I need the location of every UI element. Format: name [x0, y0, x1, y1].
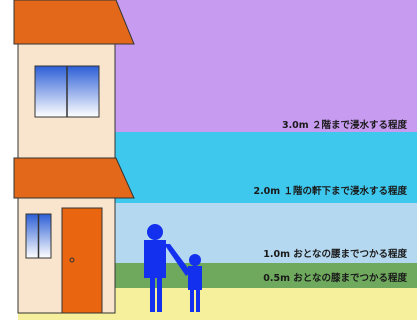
- door: [61, 207, 103, 314]
- lower-roof: [13, 157, 135, 199]
- label-1m: 1.0m おとなの腰までつかる程度: [263, 249, 407, 260]
- label-3m: 3.0m ２階まで浸水する程度: [281, 120, 407, 131]
- left-margin: [0, 0, 12, 320]
- adult-figure: [144, 224, 191, 312]
- label-2m: 2.0m １階の軒下まで浸水する程度: [253, 186, 407, 197]
- upper-roof: [13, 0, 135, 45]
- door-knob: [69, 257, 75, 263]
- child-figure: [188, 254, 202, 312]
- label-05m: 0.5m おとなの膝までつかる程度: [263, 273, 407, 284]
